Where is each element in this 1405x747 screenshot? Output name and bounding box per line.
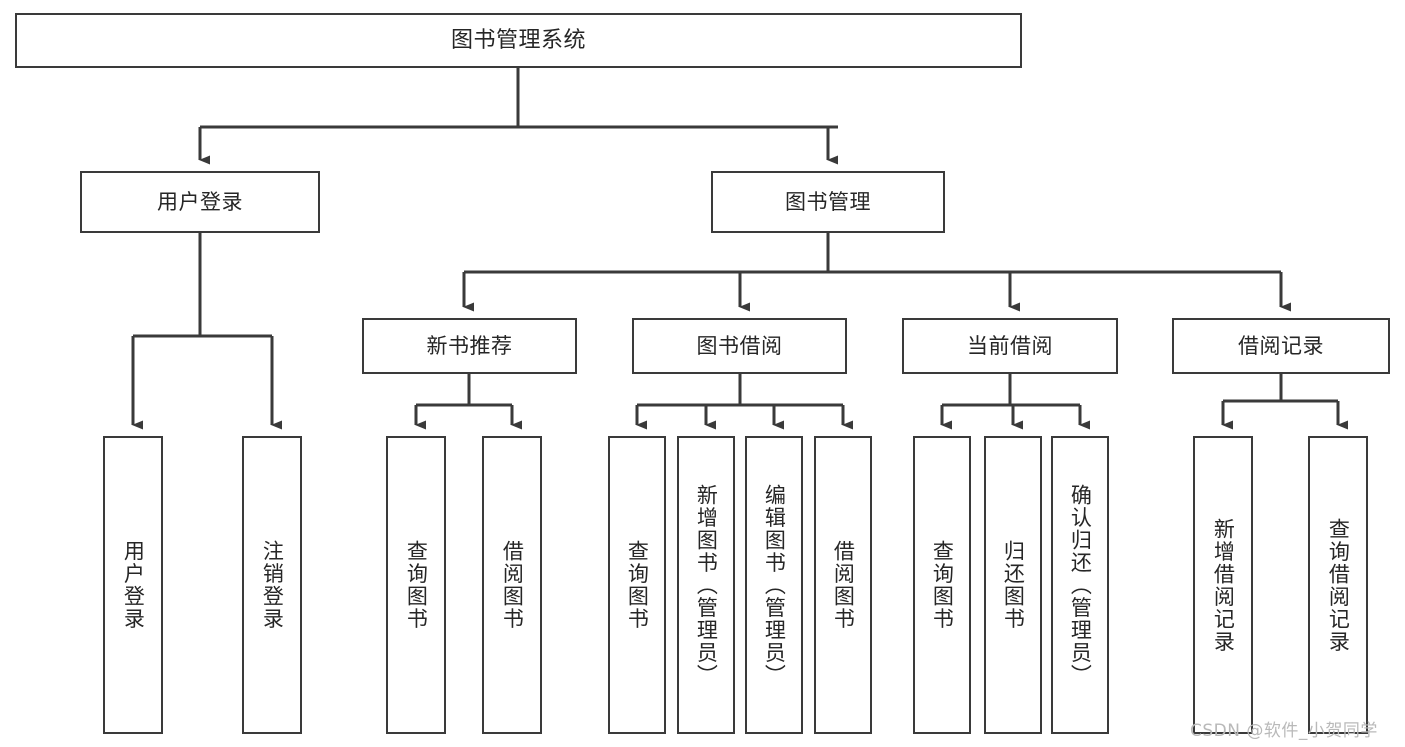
node-root-label: 图书管理系统 [450,27,586,53]
node-leaf-user-logout-label: 注销登录 [260,540,285,630]
node-root[interactable]: 图书管理系统 [15,13,1022,68]
node-leaf-add-record-label: 新增借阅记录 [1211,517,1236,653]
node-leaf-add-record[interactable]: 新增借阅记录 [1193,436,1253,734]
node-leaf-borrow-book-b-label: 借阅图书 [831,540,856,630]
node-leaf-borrow-book-a[interactable]: 借阅图书 [482,436,542,734]
node-leaf-add-book[interactable]: 新增图书（管理员） [677,436,735,734]
node-leaf-user-login-label: 用户登录 [121,540,146,630]
node-current-borrow[interactable]: 当前借阅 [902,318,1118,374]
node-borrow-record-label: 借阅记录 [1238,333,1324,358]
node-leaf-borrow-book-a-label: 借阅图书 [500,540,525,630]
node-book-borrow[interactable]: 图书借阅 [632,318,847,374]
node-leaf-query-book-c-label: 查询图书 [930,540,955,630]
node-new-book-rec[interactable]: 新书推荐 [362,318,577,374]
node-current-borrow-label: 当前借阅 [967,333,1053,358]
node-leaf-add-book-label: 新增图书（管理员） [694,483,719,687]
node-leaf-query-book-c[interactable]: 查询图书 [913,436,971,734]
node-leaf-query-record[interactable]: 查询借阅记录 [1308,436,1368,734]
node-leaf-query-record-label: 查询借阅记录 [1326,517,1351,653]
watermark: CSDN @软件_小贺同学 [1190,721,1378,741]
node-leaf-edit-book-label: 编辑图书（管理员） [762,483,787,687]
node-leaf-query-book-b[interactable]: 查询图书 [608,436,666,734]
node-leaf-confirm-return[interactable]: 确认归还（管理员） [1051,436,1109,734]
node-leaf-query-book-a-label: 查询图书 [404,540,429,630]
node-leaf-user-login[interactable]: 用户登录 [103,436,163,734]
node-leaf-query-book-a[interactable]: 查询图书 [386,436,446,734]
node-user-login[interactable]: 用户登录 [80,171,320,233]
node-leaf-user-logout[interactable]: 注销登录 [242,436,302,734]
node-leaf-confirm-return-label: 确认归还（管理员） [1068,483,1093,687]
node-leaf-return-book[interactable]: 归还图书 [984,436,1042,734]
node-leaf-borrow-book-b[interactable]: 借阅图书 [814,436,872,734]
node-borrow-record[interactable]: 借阅记录 [1172,318,1390,374]
node-user-login-label: 用户登录 [157,189,243,214]
node-book-mgmt[interactable]: 图书管理 [711,171,945,233]
node-book-borrow-label: 图书借阅 [696,333,783,358]
node-leaf-return-book-label: 归还图书 [1001,540,1026,630]
node-leaf-query-book-b-label: 查询图书 [625,540,650,630]
node-leaf-edit-book[interactable]: 编辑图书（管理员） [745,436,803,734]
node-book-mgmt-label: 图书管理 [785,189,871,214]
node-new-book-rec-label: 新书推荐 [426,333,513,358]
